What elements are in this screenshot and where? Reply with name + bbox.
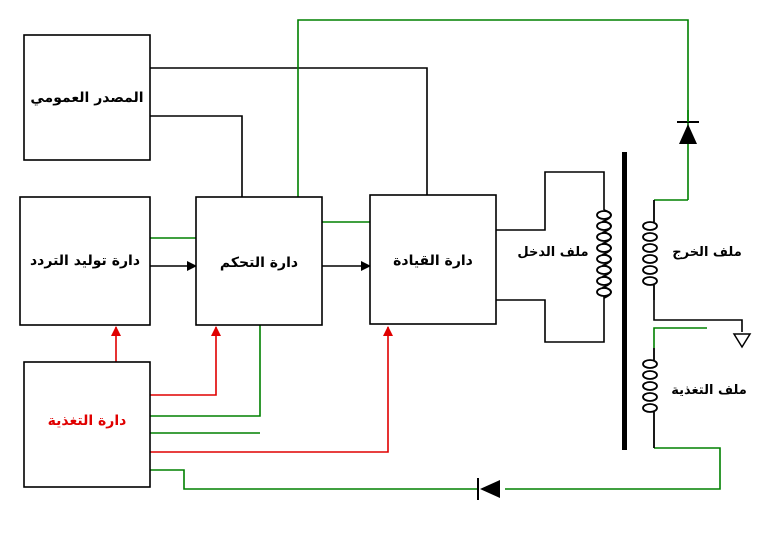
wire-output-coil-to-ground <box>653 300 743 332</box>
wire-feedback-coil-top <box>653 327 707 348</box>
block-general-source: المصدر العمومي <box>23 34 151 161</box>
drive-circuit-label: دارة القيادة <box>393 253 473 269</box>
block-drive-circuit: دارة القيادة <box>369 194 497 325</box>
wire-drive-to-input-coil-bottom <box>496 296 605 343</box>
feedback-diode <box>477 478 500 500</box>
block-frequency-generator: دارة توليد التردد <box>19 196 151 326</box>
general-source-label: المصدر العمومي <box>30 90 143 106</box>
output-coil-winding <box>642 200 658 300</box>
wire-feedback-coil-return <box>505 447 721 490</box>
feedback-coil-winding <box>642 348 658 448</box>
wire-output-diode-to-control <box>297 19 689 200</box>
wire-drive-to-input-coil-top <box>496 171 605 231</box>
transformer-core <box>622 152 627 450</box>
green-wires <box>150 19 721 490</box>
wire-source-to-drive <box>150 67 428 197</box>
control-circuit-label: دارة التحكم <box>220 255 298 271</box>
output-diode <box>677 110 699 144</box>
red-wires <box>111 326 393 453</box>
black-wires <box>150 67 743 343</box>
block-control-circuit: دارة التحكم <box>195 196 323 326</box>
ground-icon <box>732 333 752 349</box>
wire-feedback-to-control <box>150 325 261 417</box>
feedback-circuit-label: دارة التغذية <box>48 413 127 429</box>
block-feedback-circuit: دارة التغذية <box>23 361 151 488</box>
input-coil-label: ملف الدخل <box>517 245 588 260</box>
input-coil-winding <box>596 209 612 299</box>
wire-feedback-to-drive-red <box>150 326 393 453</box>
feedback-coil-label: ملف التغذية <box>671 383 747 398</box>
wire-feedback-to-control-red <box>150 326 221 396</box>
output-coil-label: ملف الخرج <box>672 245 742 260</box>
wire-feedback-diode-to-feedback <box>150 469 478 490</box>
wire-source-to-control <box>150 115 243 197</box>
frequency-generator-label: دارة توليد التردد <box>30 253 140 269</box>
